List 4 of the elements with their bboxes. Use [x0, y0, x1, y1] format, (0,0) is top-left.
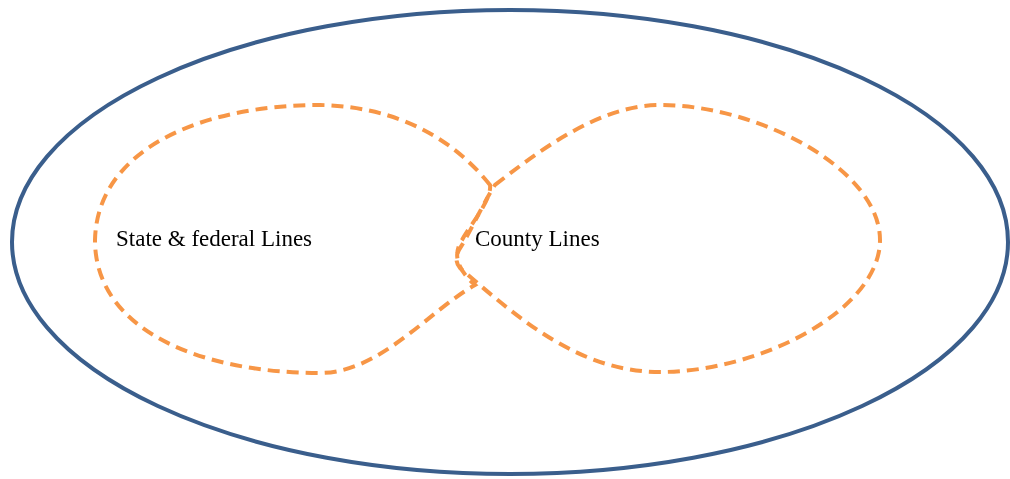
region-label: State & federal Lines [116, 226, 313, 252]
region-label: County Lines [475, 226, 600, 252]
dashed-region [455, 103, 882, 375]
ellipse-outline [10, 8, 1010, 476]
